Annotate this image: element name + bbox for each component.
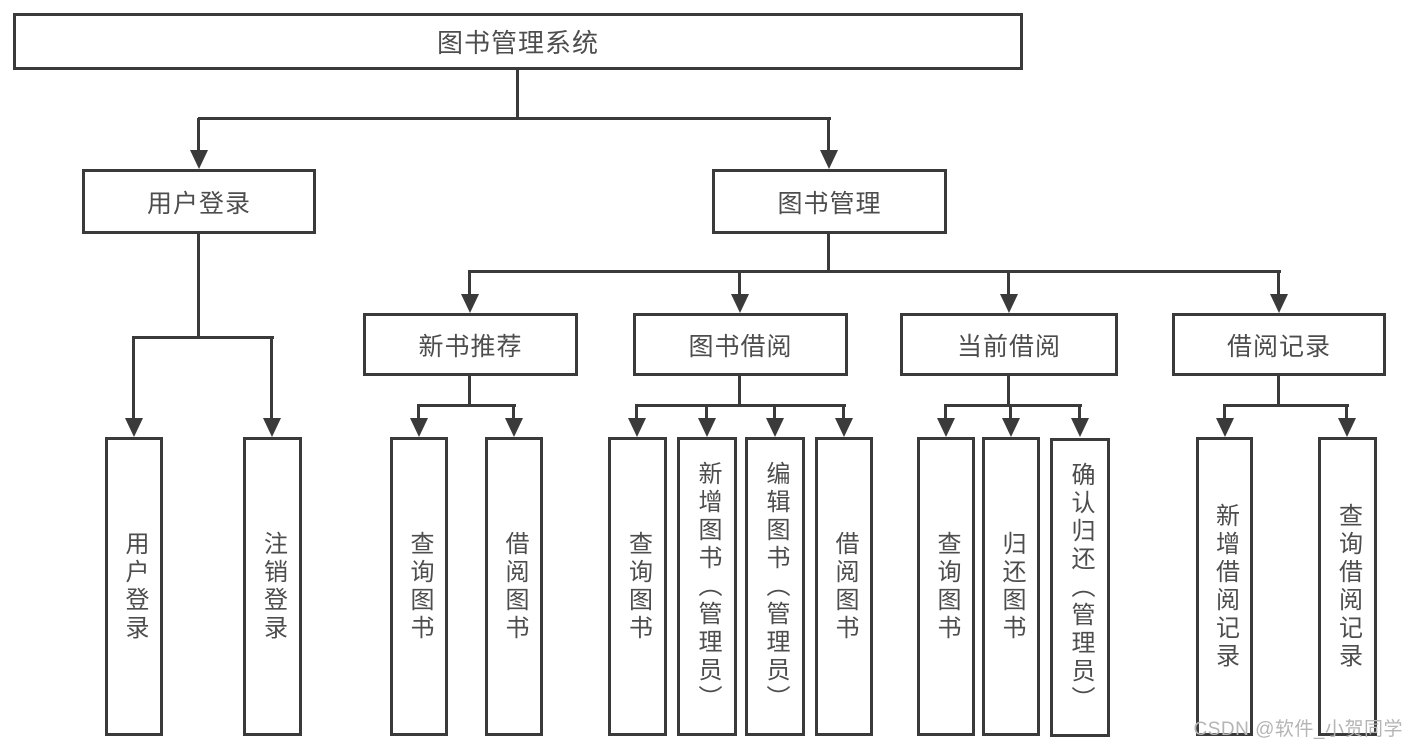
arrow-down-icon	[1000, 294, 1018, 313]
arrow-down-icon	[1270, 294, 1288, 313]
connector-line	[198, 117, 831, 120]
connector-line	[1223, 404, 1349, 407]
connector-line	[516, 70, 519, 118]
arrow-down-icon	[125, 418, 143, 437]
connector-line	[1223, 405, 1226, 420]
leaf-logout: 注销登录	[243, 437, 302, 736]
connector-line	[1277, 376, 1280, 406]
arrow-down-icon	[766, 418, 784, 437]
connector-line	[738, 376, 741, 406]
arrow-down-icon	[820, 150, 838, 169]
arrow-down-icon	[698, 418, 716, 437]
connector-line	[270, 337, 273, 420]
connector-line	[635, 405, 638, 420]
node-root: 图书管理系统	[13, 13, 1023, 70]
connector-line	[468, 376, 471, 406]
arrow-down-icon	[410, 418, 428, 437]
leaf-edit-book-admin: 编辑图书（管理员）	[745, 437, 805, 736]
leaf-user-login: 用户登录	[105, 437, 163, 736]
connector-line	[512, 405, 515, 420]
connector-line	[705, 405, 708, 420]
connector-line	[827, 233, 830, 272]
arrow-down-icon	[1216, 418, 1234, 437]
connector-line	[1277, 271, 1280, 296]
connector-line	[738, 271, 741, 296]
arrow-down-icon	[731, 294, 749, 313]
connector-line	[197, 233, 200, 338]
connector-line	[417, 404, 516, 407]
connector-line	[842, 405, 845, 420]
connector-line	[468, 271, 471, 296]
connector-line	[944, 404, 1082, 407]
arrow-down-icon	[190, 150, 208, 169]
connector-line	[417, 405, 420, 420]
connector-line	[132, 337, 135, 420]
leaf-return-book: 归还图书	[982, 437, 1040, 736]
connector-line	[827, 118, 830, 152]
leaf-borrow-books-recommend: 借阅图书	[485, 437, 543, 736]
connector-line	[635, 404, 846, 407]
connector-line	[1007, 376, 1010, 406]
arrow-down-icon	[835, 418, 853, 437]
arrow-down-icon	[1071, 418, 1089, 437]
leaf-confirm-return-admin: 确认归还（管理员）	[1050, 438, 1110, 737]
node-book-borrow: 图书借阅	[633, 313, 848, 376]
node-current-borrow: 当前借阅	[900, 313, 1118, 376]
leaf-add-book-admin: 新增图书（管理员）	[677, 437, 737, 736]
leaf-query-borrow-record: 查询借阅记录	[1318, 437, 1377, 736]
leaf-borrow-books: 借阅图书	[815, 437, 873, 736]
connector-line	[1007, 271, 1010, 296]
connector-line	[1345, 405, 1348, 420]
connector-line	[1009, 405, 1012, 420]
connector-line	[197, 118, 200, 152]
node-new-book-recommend: 新书推荐	[363, 313, 578, 376]
leaf-query-books-current: 查询图书	[917, 437, 975, 736]
connector-line	[468, 270, 1281, 273]
csdn-watermark: CSDN @软件_小贺同学	[1193, 719, 1403, 740]
arrow-down-icon	[1002, 418, 1020, 437]
arrow-down-icon	[937, 418, 955, 437]
connector-line	[1078, 405, 1081, 420]
connector-line	[944, 405, 947, 420]
arrow-down-icon	[461, 294, 479, 313]
leaf-query-books-borrow: 查询图书	[608, 437, 667, 736]
leaf-add-borrow-record: 新增借阅记录	[1196, 437, 1253, 736]
arrow-down-icon	[1338, 418, 1356, 437]
node-book-management: 图书管理	[712, 169, 947, 234]
connector-line	[132, 336, 274, 339]
arrow-down-icon	[263, 418, 281, 437]
node-borrow-records: 借阅记录	[1172, 313, 1386, 376]
arrow-down-icon	[505, 418, 523, 437]
node-user-login: 用户登录	[82, 169, 316, 234]
connector-line	[773, 405, 776, 420]
leaf-query-books-recommend: 查询图书	[390, 437, 448, 736]
arrow-down-icon	[628, 418, 646, 437]
